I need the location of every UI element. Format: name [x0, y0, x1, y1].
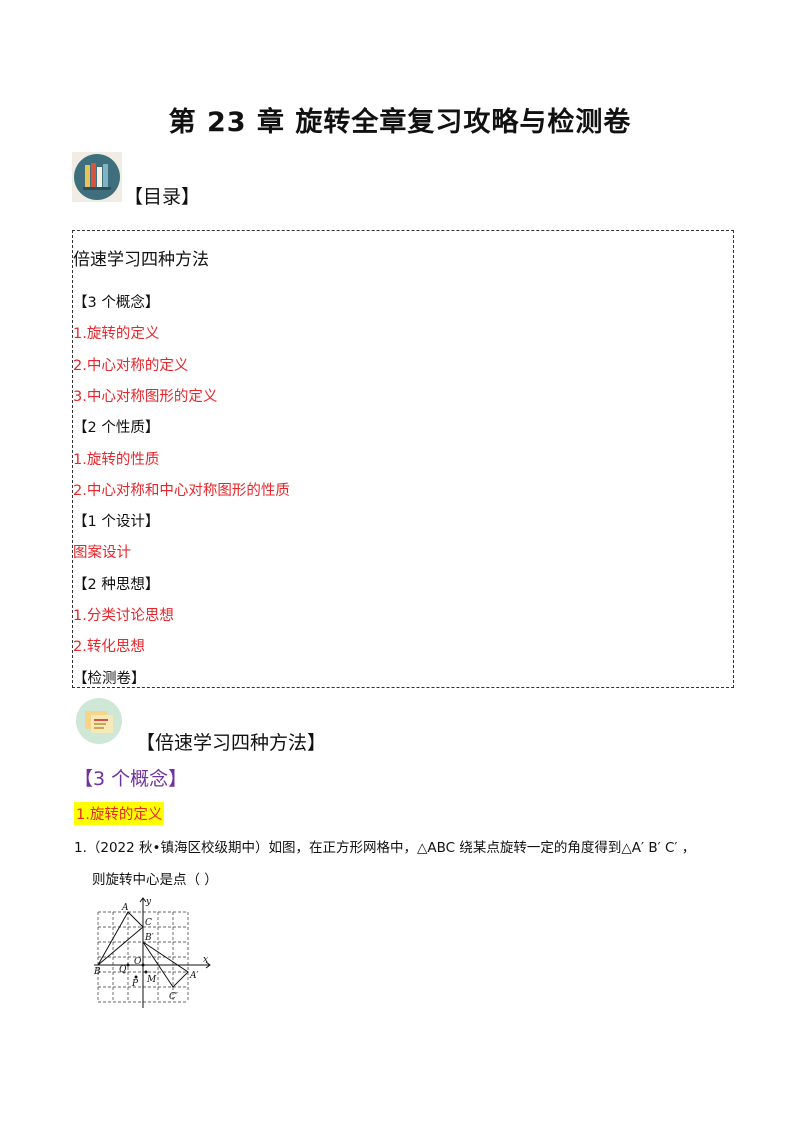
documents-icon [76, 698, 122, 744]
toc-item: 【2 种思想】 [73, 576, 160, 593]
books-icon [72, 152, 122, 202]
section-title: 【倍速学习四种方法】 [136, 732, 327, 754]
page-title: 第 23 章 旋转全章复习攻略与检测卷 [168, 107, 632, 138]
toc-heading: 【目录】 [124, 186, 201, 208]
toc-item: 1.旋转的性质 [73, 451, 160, 468]
toc-item: 3.中心对称图形的定义 [73, 388, 218, 405]
label-q: Q [119, 965, 127, 975]
toc-item: 2.转化思想 [73, 639, 145, 656]
toc-item: 【1 个设计】 [73, 514, 160, 531]
subsection-heading: 【3 个概念】 [74, 768, 188, 790]
toc-item: 【3 个概念】 [73, 295, 160, 311]
toc-box: 倍速学习四种方法 【3 个概念】 1.旋转的定义 2.中心对称的定义 3.中心对称图形… [72, 230, 734, 688]
label-a: A [121, 903, 129, 913]
rotation-grid-figure: A C B′ B Q O P M A′ C′ x y [93, 897, 211, 1008]
toc-item: 1.旋转的定义 [73, 326, 160, 343]
label-o: O [134, 957, 142, 967]
toc-item: 2.中心对称的定义 [73, 357, 189, 374]
label-b-prime: B′ [144, 933, 154, 943]
toc-item: 图案设计 [73, 545, 131, 562]
toc-item: 2.中心对称和中心对称图形的性质 [73, 482, 290, 499]
label-c-prime: C′ [169, 992, 178, 1002]
label-c: C [145, 918, 152, 928]
question-line-1: 1.（2022 秋•镇海区校级期中）如图，在正方形网格中，△ABC 绕某点旋转一… [74, 840, 696, 856]
label-p: P [131, 979, 139, 989]
toc-item: 【2 个性质】 [73, 420, 160, 437]
toc-box-header: 倍速学习四种方法 [73, 250, 209, 270]
label-y-axis: y [145, 897, 152, 907]
label-x-axis: x [203, 955, 208, 965]
question-line-2: 则旋转中心是点（ ） [92, 872, 218, 888]
toc-item: 【检测卷】 [73, 670, 146, 687]
label-a-prime: A′ [189, 971, 199, 981]
label-m: M [146, 975, 157, 985]
highlighted-topic: 1.旋转的定义 [74, 802, 165, 825]
label-b: B [93, 967, 101, 977]
toc-item: 1.分类讨论思想 [73, 608, 174, 624]
